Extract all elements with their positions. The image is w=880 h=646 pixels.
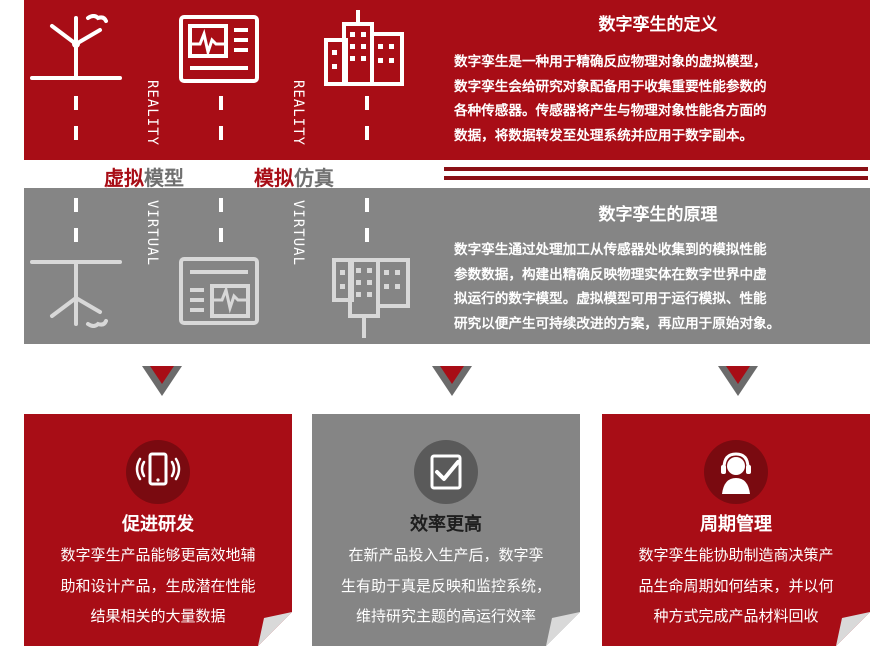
dash (219, 126, 223, 140)
principle-line: 拟运行的数字模型。虚拟模型可用于运行模拟、性能 (454, 291, 767, 307)
card-lifecycle: 周期管理 数字孪生能协助制造商决策产 品生命周期如何结束，并以何 种方式完成产品… (602, 414, 870, 646)
dash (74, 126, 78, 140)
card-line: 生有助于真是反映和监控系统， (340, 576, 551, 595)
checklist-icon (414, 440, 478, 504)
virtual-model-rest: 模型 (144, 166, 184, 190)
simulation-label: 模拟仿真 (254, 162, 334, 191)
card-line: 品生命周期如何结束，并以何 (638, 576, 834, 595)
virtual-label: VIRTUAL (144, 200, 160, 267)
person-headset-icon (704, 440, 768, 504)
dash (74, 198, 78, 212)
card-title: 效率更高 (410, 514, 482, 535)
page-curl (258, 612, 292, 646)
wind-turbine-virtual-icon (30, 260, 122, 328)
arrow-down-icon (718, 366, 758, 396)
definition-line: 各种传感器。传感器将产生与物理对象性能各方面的 (454, 103, 767, 119)
building-virtual-icon (332, 258, 410, 338)
divider-lines (444, 167, 868, 183)
card-line: 助和设计产品，生成潜在性能 (60, 576, 256, 595)
definition-band (24, 0, 870, 160)
principle-title: 数字孪生的原理 (598, 205, 718, 225)
principle-body: 数字孪生通过处理加工从传感器处收集到的模拟性能 参数数据，构建出精确反映物理实体… (454, 238, 870, 336)
virtual-label: VIRTUAL (290, 200, 306, 267)
card-line: 在新产品投入生产后，数字孪 (348, 546, 544, 564)
monitor-icon (179, 15, 259, 83)
virtual-model-highlight: 虚拟 (104, 166, 144, 190)
dash (365, 126, 369, 140)
card-title: 周期管理 (700, 514, 772, 535)
reality-label: REALITY (290, 80, 306, 147)
card-body: 数字孪生产品能够更高效地辅 助和设计产品，生成潜在性能 结果相关的大量数据 (40, 540, 276, 632)
card-rnd: 促进研发 数字孪生产品能够更高效地辅 助和设计产品，生成潜在性能 结果相关的大量… (24, 414, 292, 646)
card-line: 种方式完成产品材料回收 (653, 607, 819, 625)
card-body: 数字孪生能协助制造商决策产 品生命周期如何结束，并以何 种方式完成产品材料回收 (618, 540, 854, 632)
virtual-model-label: 虚拟模型 (104, 162, 184, 191)
dash (219, 228, 223, 242)
card-line: 数字孪生能协助制造商决策产 (638, 546, 834, 564)
page-curl (836, 612, 870, 646)
simulation-highlight: 模拟 (254, 166, 294, 190)
principle-line: 研究以便产生可持续改进的方案，再应用于原始对象。 (454, 315, 781, 332)
simulation-rest: 仿真 (294, 166, 334, 190)
monitor-virtual-icon (179, 257, 259, 325)
dash (365, 198, 369, 212)
dash (219, 96, 223, 110)
definition-line: 数字孪生是一种用于精确反应物理对象的虚拟模型， (454, 54, 767, 70)
card-line: 维持研究主题的高运行效率 (355, 607, 536, 625)
card-line: 数字孪生产品能够更高效地辅 (60, 546, 256, 564)
definition-body: 数字孪生是一种用于精确反应物理对象的虚拟模型， 数字孪生会给研究对象配备用于收集… (454, 50, 864, 148)
smartphone-icon (126, 440, 190, 504)
arrow-down-icon (142, 366, 182, 396)
building-icon (324, 10, 404, 86)
dash (74, 96, 78, 110)
card-line: 结果相关的大量数据 (90, 607, 226, 625)
dash (219, 198, 223, 212)
principle-band (24, 188, 870, 344)
wind-turbine-icon (30, 14, 122, 80)
dash (365, 96, 369, 110)
reality-label: REALITY (144, 80, 160, 147)
principle-line: 参数数据，构建出精确反映物理实体在数字世界中虚 (454, 266, 767, 283)
definition-title: 数字孪生的定义 (598, 15, 718, 35)
definition-line: 数字孪生会给研究对象配备用于收集重要性能参数的 (454, 78, 767, 95)
page-curl (546, 612, 580, 646)
dash (74, 228, 78, 242)
dash (365, 228, 369, 242)
principle-line: 数字孪生通过处理加工从传感器处收集到的模拟性能 (454, 242, 767, 258)
card-body: 在新产品投入生产后，数字孪 生有助于真是反映和监控系统， 维持研究主题的高运行效… (328, 540, 564, 632)
card-title: 促进研发 (122, 514, 194, 535)
arrow-down-icon (432, 366, 472, 396)
card-efficiency: 效率更高 在新产品投入生产后，数字孪 生有助于真是反映和监控系统， 维持研究主题… (312, 414, 580, 646)
definition-line: 数据，将数据转发至处理系统并应用于数字副本。 (454, 127, 754, 144)
